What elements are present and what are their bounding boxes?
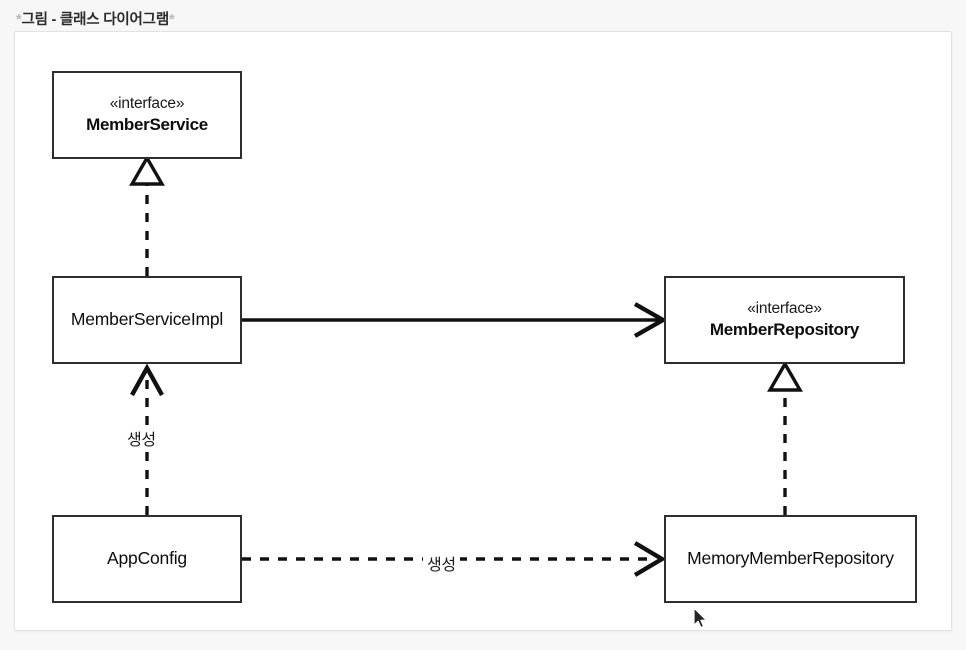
caption-text: 그림 - 클래스 다이어그램 bbox=[21, 12, 169, 28]
edge-label-create-horizontal: 생성 bbox=[423, 550, 460, 576]
edge-impl-realizes-service bbox=[129, 154, 165, 276]
class-name-label: MemberServiceImpl bbox=[70, 309, 224, 330]
class-box-app-config[interactable]: AppConfig bbox=[52, 515, 242, 603]
class-name-label: MemberService bbox=[86, 114, 208, 134]
edge-label-create-vertical: 생성 bbox=[123, 425, 160, 451]
caption-asterisk-right: * bbox=[168, 12, 175, 28]
class-name-label: AppConfig bbox=[107, 548, 187, 569]
edge-appconfig-creates-impl bbox=[130, 363, 164, 515]
edge-memory-realizes-repository bbox=[767, 360, 803, 515]
page-title: *그림 - 클래스 다이어그램* bbox=[16, 8, 175, 29]
caption-asterisk-left: * bbox=[16, 12, 22, 28]
class-box-member-service-impl[interactable]: MemberServiceImpl bbox=[52, 276, 242, 364]
diagram-card: MemberRepository (solid + open V) --> Me… bbox=[14, 31, 952, 631]
class-name-label: MemberRepository bbox=[709, 319, 860, 339]
edge-impl-uses-repository bbox=[242, 302, 668, 338]
class-box-memory-member-repository[interactable]: MemoryMemberRepository bbox=[664, 515, 917, 603]
stereotype-label: «interface» bbox=[109, 94, 185, 112]
stereotype-label: «interface» bbox=[747, 299, 822, 317]
class-box-member-repository[interactable]: «interface» MemberRepository bbox=[664, 276, 905, 364]
class-name-label: MemoryMemberRepository bbox=[687, 548, 894, 569]
class-box-member-service[interactable]: «interface» MemberService bbox=[52, 71, 242, 159]
